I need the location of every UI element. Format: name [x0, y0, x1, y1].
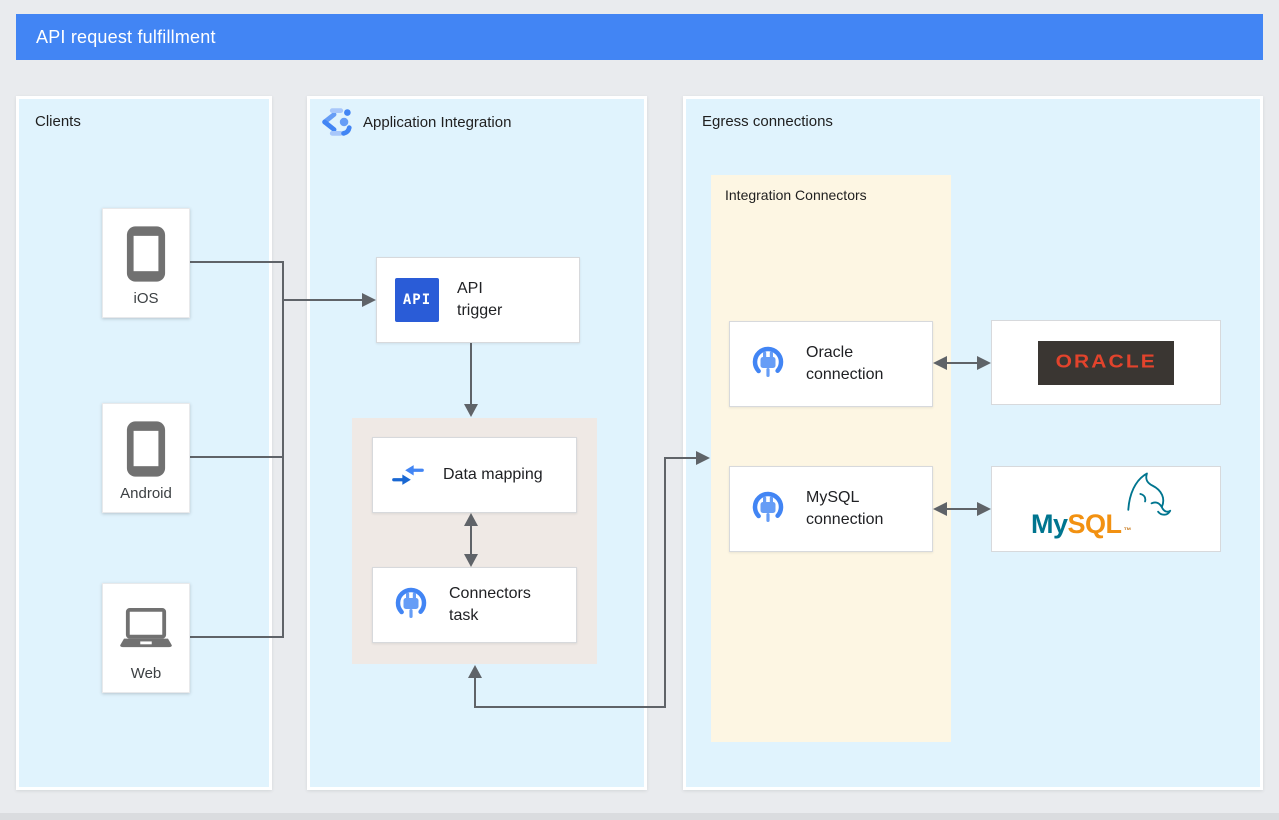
client-device-label: Web — [130, 665, 162, 682]
data-mapping-node: Data mapping — [372, 437, 577, 513]
api-trigger-label: API trigger — [457, 280, 503, 319]
api-icon: API — [395, 278, 439, 322]
clients-panel-label: Clients — [35, 113, 81, 130]
integration-connectors-label: Integration Connectors — [725, 187, 867, 203]
oracle-connection-node: Oracle connection — [729, 321, 933, 407]
oracle-logo-text: ORACLE — [1055, 351, 1157, 373]
mysql-connection-node: MySQL connection — [729, 466, 933, 552]
egress-connections-label: Egress connections — [702, 113, 833, 130]
connectors-task-node: Connectors task — [372, 567, 577, 643]
client-device-label: Android — [120, 485, 172, 502]
bottom-edge-strip — [0, 813, 1279, 820]
client-card-ios: iOS — [102, 208, 190, 318]
mysql-logo-tm: ™ — [1123, 526, 1132, 535]
integration-connectors-icon — [748, 344, 788, 384]
client-device-label: iOS — [133, 290, 159, 307]
application-integration-label: Application Integration — [363, 113, 512, 131]
oracle-connection-label: Oracle connection — [806, 344, 884, 383]
client-card-web: Web — [102, 583, 190, 693]
oracle-logo: ORACLE — [1038, 340, 1174, 385]
smartphone-icon — [125, 419, 167, 479]
connectors-task-label: Connectors task — [449, 585, 531, 624]
integration-connectors-icon — [391, 585, 431, 625]
oracle-system-card: ORACLE — [991, 320, 1221, 405]
api-trigger-node: API API trigger — [376, 257, 580, 343]
data-mapping-label: Data mapping — [443, 466, 543, 484]
integration-connectors-icon — [748, 489, 788, 529]
integration-connectors-zone: Integration Connectors — [711, 175, 951, 742]
mysql-logo-my: My — [1031, 509, 1068, 539]
mysql-logo-sql: SQL — [1067, 509, 1123, 539]
smartphone-icon — [125, 224, 167, 284]
diagram-title: API request fulfillment — [36, 26, 216, 47]
application-integration-header: Application Integration — [318, 105, 511, 139]
data-mapping-icon — [391, 460, 425, 490]
diagram-title-bar: API request fulfillment — [16, 14, 1263, 60]
client-card-android: Android — [102, 403, 190, 513]
mysql-dolphin-icon — [1119, 468, 1173, 520]
mysql-connection-label: MySQL connection — [806, 489, 884, 528]
laptop-icon — [117, 607, 175, 651]
application-integration-icon — [318, 105, 354, 139]
